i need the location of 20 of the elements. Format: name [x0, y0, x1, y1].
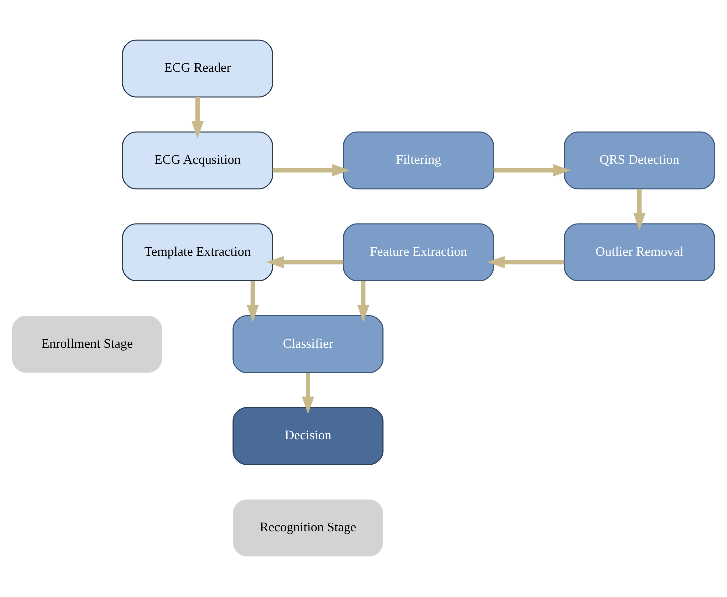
arrow — [272, 164, 350, 177]
arrow — [634, 189, 646, 231]
label: Enrollment Stage — [42, 336, 134, 351]
node-box: QRS Detection — [564, 132, 716, 190]
node-box: Outlier Removal — [564, 224, 716, 282]
arrow — [494, 164, 572, 177]
node-box: Template Extraction — [122, 224, 274, 282]
arrow — [302, 373, 314, 414]
node-box: ECG Reader — [122, 40, 274, 98]
arrow — [487, 256, 565, 269]
arrow — [192, 97, 204, 139]
node-box: Decision — [232, 407, 384, 466]
arrow — [246, 281, 260, 323]
node-box: Feature Extraction — [343, 224, 494, 282]
arrow — [266, 256, 344, 269]
node-box: ECG Acqusition — [122, 132, 274, 190]
label: Recognition Stage — [260, 520, 357, 535]
arrow — [357, 281, 370, 323]
node-box: Classifier — [232, 315, 384, 374]
node-box: Filtering — [343, 132, 494, 190]
